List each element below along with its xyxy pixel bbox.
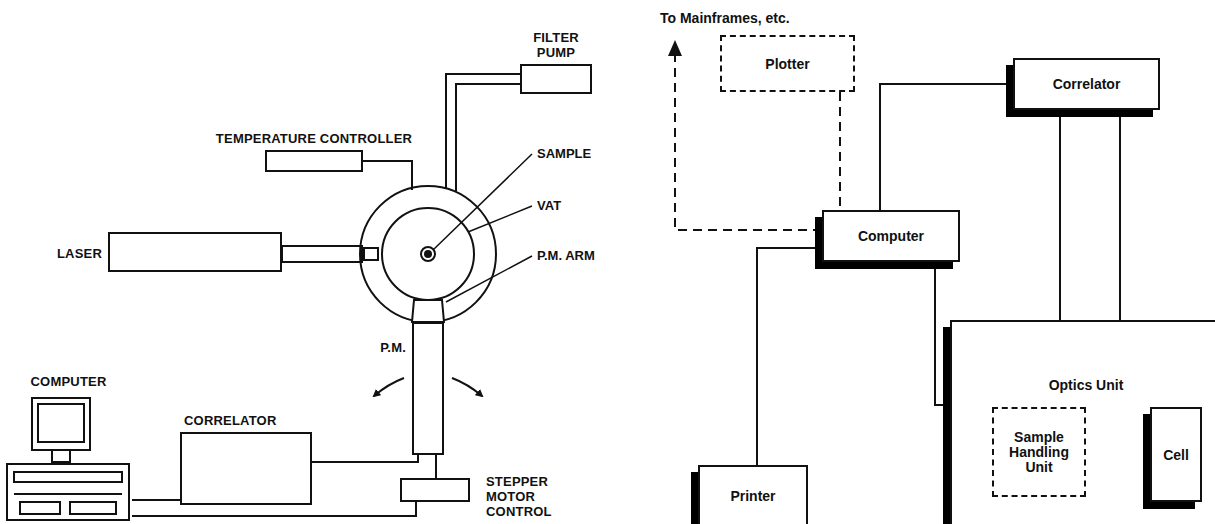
node-label: Optics Unit: [952, 378, 1215, 393]
node-label: Cell: [1163, 447, 1189, 462]
controller-box: TEMPERATURE CONTROLLER: [265, 150, 363, 172]
computer-keys: [70, 502, 116, 514]
computer-icon: COMPUTER: [5, 395, 132, 522]
process-box: Cell: [1150, 407, 1202, 502]
part-label: SAMPLE: [537, 146, 591, 161]
rotation-arrow: [452, 378, 482, 396]
computer-keys: [20, 502, 60, 514]
pump-hose: [446, 74, 520, 189]
rotation-arrow: [374, 378, 404, 396]
process-box: Printer: [698, 465, 808, 524]
mainframe-arrowhead: [668, 40, 682, 56]
connector: [880, 84, 1013, 210]
process-box: Computer: [822, 210, 960, 262]
part-label: VAT: [537, 198, 561, 213]
connector: [435, 455, 437, 478]
node-label: COMPUTER: [31, 374, 107, 389]
node-label: Plotter: [765, 56, 809, 71]
process-box: Correlator: [1013, 58, 1160, 110]
computer-stand: [52, 450, 70, 462]
temperature-wire: [363, 161, 412, 190]
node-label: CORRELATOR: [184, 413, 277, 428]
node-label: TEMPERATURE CONTROLLER: [216, 131, 412, 146]
laser-coupler: [282, 246, 362, 262]
vat-window: [364, 248, 378, 260]
correlator-box: CORRELATOR: [180, 432, 312, 505]
connector: [1059, 110, 1061, 320]
leader-line: [468, 206, 532, 232]
process-box: Sample Handling Unit: [992, 407, 1086, 497]
leader-line: [446, 256, 532, 302]
node-label: Correlator: [1053, 77, 1121, 92]
leader-line: [433, 154, 532, 250]
part-label: To Mainframes, etc.: [660, 10, 790, 26]
pump-box: FILTER PUMP: [520, 64, 592, 94]
photomultiplier-tube: P.M.: [412, 322, 444, 455]
vat-circle: [382, 208, 474, 300]
goniometer-ring: [360, 186, 496, 322]
connector: [935, 262, 943, 405]
laser-box: LASER: [108, 232, 282, 272]
node-label: P.M.: [380, 340, 406, 355]
computer-base: [7, 464, 129, 520]
computer-drive: [14, 472, 122, 482]
node-label: STEPPER MOTOR CONTROL: [486, 474, 591, 519]
computer-monitor: [32, 398, 90, 450]
connector: [1119, 110, 1121, 320]
part-label: P.M. ARM: [537, 248, 595, 263]
connector: [757, 248, 822, 465]
connector: [132, 499, 180, 501]
connector: [312, 455, 418, 462]
unit-box: Optics UnitSample Handling Unit Cell: [950, 320, 1215, 524]
connector: [839, 92, 841, 210]
node-label: Printer: [730, 489, 775, 504]
process-box: Plotter: [720, 35, 855, 92]
computer-detail: [14, 493, 122, 495]
node-label: LASER: [57, 246, 102, 261]
stepper-box: STEPPER MOTOR CONTROL: [400, 478, 470, 502]
computer-screen: [38, 404, 84, 442]
node-label: FILTER PUMP: [525, 30, 587, 60]
pm-arm: [412, 300, 444, 322]
node-label: Sample Handling Unit: [999, 430, 1079, 475]
node-label: Computer: [858, 229, 924, 244]
sample-dot: [425, 251, 431, 257]
